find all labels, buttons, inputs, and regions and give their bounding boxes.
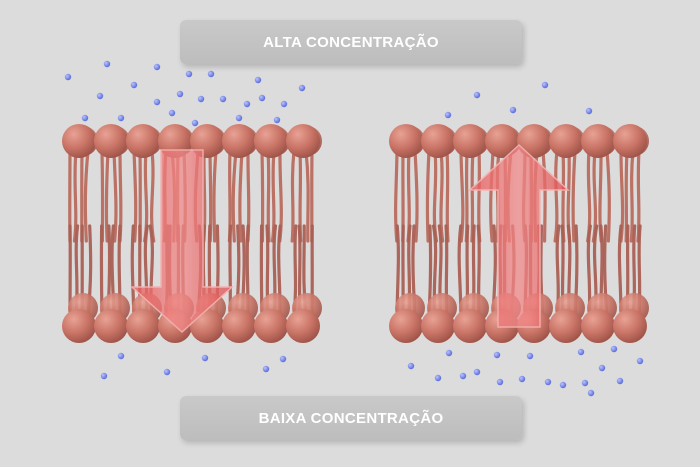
- solute-particle-icon: [163, 368, 171, 376]
- lipid-bilayer-left: [62, 124, 322, 343]
- solute-particle-icon: [581, 379, 589, 387]
- lipid-head: [549, 124, 583, 158]
- arrow-up-icon: [468, 143, 570, 328]
- lipid-head: [549, 309, 583, 343]
- solute-particle-icon: [526, 352, 534, 360]
- solute-particle-icon: [496, 378, 504, 386]
- solute-particle-icon: [103, 60, 111, 68]
- lipid-head: [62, 309, 96, 343]
- solute-particle-icon: [243, 100, 251, 108]
- solute-particle-icon: [117, 352, 125, 360]
- solute-particle-icon: [434, 374, 442, 382]
- solute-particle-icon: [258, 94, 266, 102]
- lipid-head: [581, 309, 615, 343]
- solute-particle-icon: [280, 100, 288, 108]
- arrows: [130, 143, 570, 334]
- solute-particle-icon: [616, 377, 624, 385]
- lipid-head: [286, 124, 320, 158]
- solute-particle-icon: [587, 389, 595, 397]
- solute-particle-icon: [518, 375, 526, 383]
- solute-particle-icon: [100, 372, 108, 380]
- solute-particle-icon: [473, 368, 481, 376]
- solute-particle-icon: [273, 116, 281, 124]
- solute-particle-icon: [298, 84, 306, 92]
- solute-particle-icon: [544, 378, 552, 386]
- solute-particle-icon: [509, 106, 517, 114]
- solute-particle-icon: [191, 119, 199, 127]
- solute-particle-icon: [153, 63, 161, 71]
- solute-particle-icon: [64, 73, 72, 81]
- solute-particle-icon: [444, 111, 452, 119]
- lipid-head: [517, 124, 551, 158]
- solute-particle-icon: [493, 351, 501, 359]
- solute-particle-icon: [207, 70, 215, 78]
- low-concentration-banner: BAIXA CONCENTRAÇÃO: [180, 396, 522, 440]
- lipid-head: [222, 124, 256, 158]
- solute-particle-icon: [130, 81, 138, 89]
- solute-particle-icon: [168, 109, 176, 117]
- solute-particle-icon: [254, 76, 262, 84]
- lipid-head: [254, 124, 288, 158]
- lipid-head: [94, 124, 128, 158]
- lipid-head: [421, 124, 455, 158]
- solute-particle-icon: [117, 114, 125, 122]
- solute-particle-icon: [81, 114, 89, 122]
- solute-particle-icon: [598, 364, 606, 372]
- solute-particle-icon: [185, 70, 193, 78]
- lipid-head: [389, 124, 423, 158]
- solute-particle-icon: [559, 381, 567, 389]
- solute-particles: [64, 60, 644, 397]
- solute-particle-icon: [459, 372, 467, 380]
- solute-particle-icon: [153, 98, 161, 106]
- high-concentration-banner: ALTA CONCENTRAÇÃO: [180, 20, 522, 64]
- lipid-head: [286, 309, 320, 343]
- solute-particle-icon: [636, 357, 644, 365]
- lipid-head: [453, 309, 487, 343]
- solute-particle-icon: [279, 355, 287, 363]
- solute-particle-icon: [541, 81, 549, 89]
- lipid-head: [613, 124, 647, 158]
- lipid-head: [222, 309, 256, 343]
- lipid-head: [94, 309, 128, 343]
- solute-particle-icon: [610, 345, 618, 353]
- solute-particle-icon: [585, 107, 593, 115]
- solute-particle-icon: [262, 365, 270, 373]
- solute-particle-icon: [96, 92, 104, 100]
- solute-particle-icon: [176, 90, 184, 98]
- lipid-head: [254, 309, 288, 343]
- lipid-head: [126, 124, 160, 158]
- solute-particle-icon: [407, 362, 415, 370]
- lipid-head: [62, 124, 96, 158]
- lipid-head: [581, 124, 615, 158]
- lipid-head: [613, 309, 647, 343]
- solute-particle-icon: [577, 348, 585, 356]
- arrow-down-icon: [130, 149, 234, 334]
- solute-particle-icon: [235, 114, 243, 122]
- solute-particle-icon: [201, 354, 209, 362]
- lipid-head: [453, 124, 487, 158]
- high-concentration-label: ALTA CONCENTRAÇÃO: [263, 33, 439, 51]
- lipid-head: [485, 124, 519, 158]
- solute-particle-icon: [219, 95, 227, 103]
- solute-particle-icon: [197, 95, 205, 103]
- solute-particle-icon: [473, 91, 481, 99]
- low-concentration-label: BAIXA CONCENTRAÇÃO: [258, 409, 444, 427]
- lipid-head: [389, 309, 423, 343]
- lipid-head: [421, 309, 455, 343]
- solute-particle-icon: [445, 349, 453, 357]
- lipid-head: [126, 309, 160, 343]
